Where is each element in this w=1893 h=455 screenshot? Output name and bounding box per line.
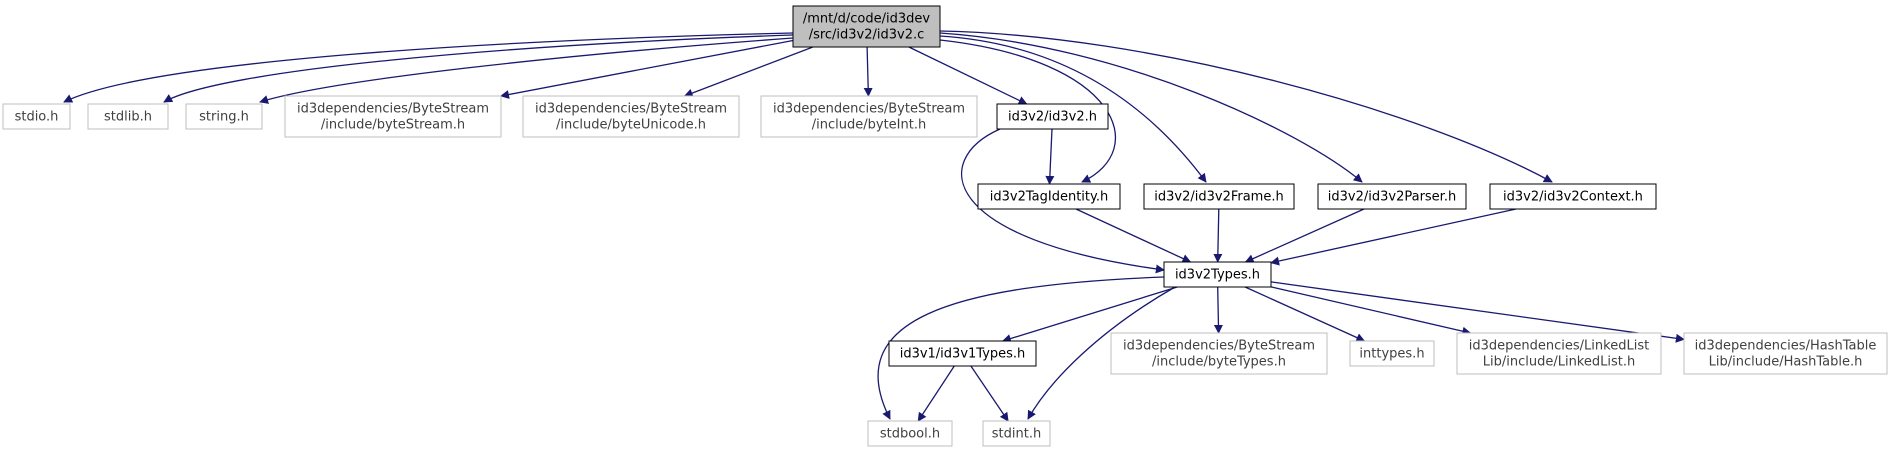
node-label: /src/id3v2/id3v2.c (809, 28, 925, 43)
node-label: id3v2/id3v2Parser.h (1328, 190, 1456, 205)
node-label: /include/byteInt.h (812, 118, 926, 133)
edge-types-to-hashTable (1270, 281, 1685, 343)
node-label: id3dependencies/HashTable (1695, 339, 1877, 354)
node-label: stdlib.h (104, 110, 152, 125)
edge-types-to-v1types (1001, 286, 1178, 343)
node-frame[interactable]: id3v2/id3v2Frame.h (1143, 183, 1295, 210)
edge-layer (63, 30, 1685, 422)
edge-main-to-parser (939, 32, 1363, 183)
edge-types-to-stdint (1027, 286, 1176, 420)
node-box (1110, 332, 1328, 375)
node-box (522, 95, 740, 138)
edge-frame-to-types (1213, 208, 1223, 263)
node-inttypes: inttypes.h (1349, 340, 1435, 367)
node-stdlib: stdlib.h (87, 103, 169, 130)
node-byteStream: id3dependencies/ByteStream/include/byteS… (284, 95, 502, 138)
node-label: id3v1/id3v1Types.h (900, 347, 1026, 362)
node-box (1163, 261, 1272, 288)
node-hashTable: id3dependencies/HashTableLib/include/Has… (1683, 332, 1888, 375)
node-box (1683, 332, 1888, 375)
node-byteUnicode: id3dependencies/ByteStream/include/byteU… (522, 95, 740, 138)
edge-main-to-stdio (63, 32, 794, 103)
edge-tagIdentity-to-types (1075, 208, 1192, 263)
node-label: stdbool.h (880, 427, 940, 442)
node-box (760, 95, 978, 138)
node-parser[interactable]: id3v2/id3v2Parser.h (1317, 183, 1467, 210)
node-label: /include/byteTypes.h (1152, 355, 1286, 370)
node-box (996, 103, 1109, 130)
node-label: id3v2/id3v2Context.h (1503, 190, 1643, 205)
node-label: inttypes.h (1359, 347, 1424, 362)
node-tagIdentity[interactable]: id3v2TagIdentity.h (977, 183, 1121, 210)
node-label: /include/byteUnicode.h (556, 118, 706, 133)
node-context[interactable]: id3v2/id3v2Context.h (1489, 183, 1657, 210)
node-stdio: stdio.h (2, 103, 71, 130)
node-box (888, 340, 1037, 367)
node-box (867, 420, 953, 447)
node-stdbool: stdbool.h (867, 420, 953, 447)
node-label: string.h (199, 110, 249, 125)
node-box (1143, 183, 1295, 210)
node-stdint: stdint.h (982, 420, 1051, 447)
node-label: /include/byteStream.h (321, 118, 465, 133)
edge-parser-to-types (1244, 208, 1365, 263)
node-label: id3dependencies/ByteStream (773, 102, 965, 117)
edge-v1types-to-stdint (970, 365, 1009, 422)
node-main[interactable]: /mnt/d/code/id3dev/src/id3v2/id3v2.c (792, 5, 941, 48)
node-box (185, 103, 263, 130)
edge-context-to-types (1270, 208, 1517, 266)
edge-types-to-inttypes (1244, 286, 1366, 342)
node-label: Lib/include/LinkedList.h (1483, 355, 1635, 370)
node-label: stdint.h (992, 427, 1041, 442)
edge-id3v2h-to-types (960, 128, 1165, 274)
edge-v1types-to-stdbool (917, 365, 955, 422)
node-label: id3dependencies/ByteStream (535, 102, 727, 117)
edge-main-to-context (939, 30, 1553, 183)
node-box (792, 5, 941, 48)
edge-main-to-byteInt (863, 46, 873, 97)
node-label: id3dependencies/LinkedList (1469, 339, 1649, 354)
node-box (284, 95, 502, 138)
edge-main-to-string (259, 37, 794, 104)
node-box (1317, 183, 1467, 210)
node-id3v2h[interactable]: id3v2/id3v2.h (996, 103, 1109, 130)
edge-types-to-linkedList (1270, 286, 1472, 336)
node-box (87, 103, 169, 130)
node-label: Lib/include/HashTable.h (1709, 355, 1863, 370)
node-box (1456, 332, 1662, 375)
node-label: id3v2TagIdentity.h (990, 190, 1108, 205)
edge-types-to-stdbool (877, 276, 1165, 420)
node-layer: /mnt/d/code/id3dev/src/id3v2/id3v2.c stdi… (2, 5, 1888, 447)
node-v1types[interactable]: id3v1/id3v1Types.h (888, 340, 1037, 367)
node-string: string.h (185, 103, 263, 130)
node-box (977, 183, 1121, 210)
node-types[interactable]: id3v2Types.h (1163, 261, 1272, 288)
node-label: id3dependencies/ByteStream (1123, 339, 1315, 354)
node-label: id3v2Types.h (1175, 268, 1260, 283)
edge-main-to-byteStream (500, 39, 794, 99)
edge-main-to-byteUnicode (683, 46, 814, 98)
edge-types-to-byteTypes (1213, 286, 1223, 334)
node-linkedList: id3dependencies/LinkedListLib/include/Li… (1456, 332, 1662, 375)
node-box (2, 103, 71, 130)
node-box (1349, 340, 1435, 367)
node-byteTypes: id3dependencies/ByteStream/include/byteT… (1110, 332, 1328, 375)
node-label: id3v2/id3v2Frame.h (1154, 190, 1283, 205)
edge-id3v2h-to-tagIdentity (1045, 128, 1055, 185)
node-label: id3v2/id3v2.h (1008, 110, 1097, 125)
node-box (1489, 183, 1657, 210)
node-label: id3dependencies/ByteStream (297, 102, 489, 117)
edge-main-to-stdlib (163, 34, 794, 103)
edge-main-to-id3v2h (908, 46, 1028, 105)
node-label: /mnt/d/code/id3dev (803, 12, 931, 27)
edge-main-to-frame (939, 35, 1207, 183)
node-label: stdio.h (15, 110, 59, 125)
node-byteInt: id3dependencies/ByteStream/include/byteI… (760, 95, 978, 138)
node-box (982, 420, 1051, 447)
